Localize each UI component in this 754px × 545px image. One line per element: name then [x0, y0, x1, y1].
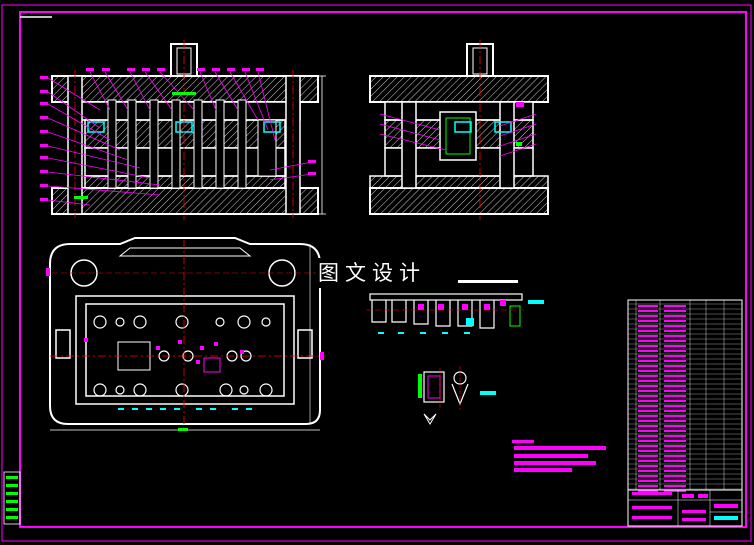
- table-cell-text: [664, 455, 686, 457]
- table-cell-text: [638, 415, 658, 417]
- table-cell-text: [638, 410, 658, 412]
- table-cell-text: [664, 375, 686, 377]
- table-cell-text: [664, 305, 686, 307]
- table-cell-text: [638, 395, 658, 397]
- sheet-border: [1, 4, 752, 542]
- table-cell-text: [638, 480, 658, 482]
- part-detail-view: [418, 366, 496, 425]
- table-cell-text: [638, 375, 658, 377]
- table-cell-text: [638, 490, 658, 492]
- table-cell-text: [638, 455, 658, 457]
- table-cell-text: [664, 420, 686, 422]
- table-cell-text: [664, 335, 686, 337]
- table-cell-text: [638, 430, 658, 432]
- drawing-frame: [19, 11, 747, 528]
- table-cell-text: [638, 320, 658, 322]
- revision-block: [3, 471, 21, 525]
- side-section-view: [369, 40, 549, 220]
- table-cell-text: [638, 360, 658, 362]
- table-cell-text: [664, 425, 686, 427]
- table-cell-text: [664, 385, 686, 387]
- table-cell-text: [664, 410, 686, 412]
- table-cell-text: [664, 365, 686, 367]
- title-block: [627, 489, 743, 527]
- table-cell-text: [638, 435, 658, 437]
- table-cell-text: [664, 485, 686, 487]
- front-section-view: [40, 40, 326, 220]
- table-cell-text: [638, 335, 658, 337]
- table-cell-text: [638, 330, 658, 332]
- table-cell-text: [664, 315, 686, 317]
- parts-list-table: [627, 299, 743, 492]
- table-cell-text: [664, 400, 686, 402]
- table-cell-text: [638, 325, 658, 327]
- table-cell-text: [638, 345, 658, 347]
- strip-layout-view: [366, 293, 544, 334]
- table-cell-text: [638, 315, 658, 317]
- table-cell-text: [638, 380, 658, 382]
- table-cell-text: [664, 405, 686, 407]
- lower-die-plan-view: [46, 237, 326, 431]
- table-cell-text: [664, 310, 686, 312]
- table-cell-text: [638, 385, 658, 387]
- table-cell-text: [638, 425, 658, 427]
- table-cell-text: [638, 355, 658, 357]
- table-cell-text: [664, 340, 686, 342]
- table-cell-text: [664, 345, 686, 347]
- table-cell-text: [664, 390, 686, 392]
- table-cell-text: [664, 355, 686, 357]
- watermark-text: 图文设计: [316, 258, 428, 288]
- table-cell-text: [638, 405, 658, 407]
- table-cell-text: [664, 325, 686, 327]
- table-cell-text: [638, 450, 658, 452]
- table-cell-text: [638, 305, 658, 307]
- watermark-underline: [458, 280, 518, 283]
- table-cell-text: [638, 485, 658, 487]
- table-cell-text: [664, 465, 686, 467]
- table-cell-text: [664, 490, 686, 492]
- table-cell-text: [664, 480, 686, 482]
- table-cell-text: [664, 475, 686, 477]
- table-cell-text: [664, 460, 686, 462]
- table-cell-text: [638, 400, 658, 402]
- table-cell-text: [638, 370, 658, 372]
- table-cell-text: [638, 340, 658, 342]
- table-cell-text: [638, 465, 658, 467]
- table-cell-text: [638, 420, 658, 422]
- table-cell-text: [638, 445, 658, 447]
- table-cell-text: [638, 350, 658, 352]
- technical-notes: [512, 440, 606, 472]
- table-cell-text: [664, 415, 686, 417]
- table-cell-text: [664, 330, 686, 332]
- table-cell-text: [664, 445, 686, 447]
- table-cell-text: [664, 435, 686, 437]
- table-cell-text: [664, 395, 686, 397]
- table-cell-text: [664, 370, 686, 372]
- table-cell-text: [664, 430, 686, 432]
- table-cell-text: [664, 320, 686, 322]
- table-cell-text: [664, 440, 686, 442]
- table-cell-text: [638, 365, 658, 367]
- table-cell-text: [638, 310, 658, 312]
- table-cell-text: [638, 475, 658, 477]
- table-cell-text: [664, 380, 686, 382]
- table-cell-text: [664, 350, 686, 352]
- table-cell-text: [664, 470, 686, 472]
- table-cell-text: [638, 440, 658, 442]
- table-cell-text: [664, 360, 686, 362]
- table-cell-text: [638, 460, 658, 462]
- table-cell-text: [664, 450, 686, 452]
- table-cell-text: [638, 390, 658, 392]
- table-cell-text: [638, 470, 658, 472]
